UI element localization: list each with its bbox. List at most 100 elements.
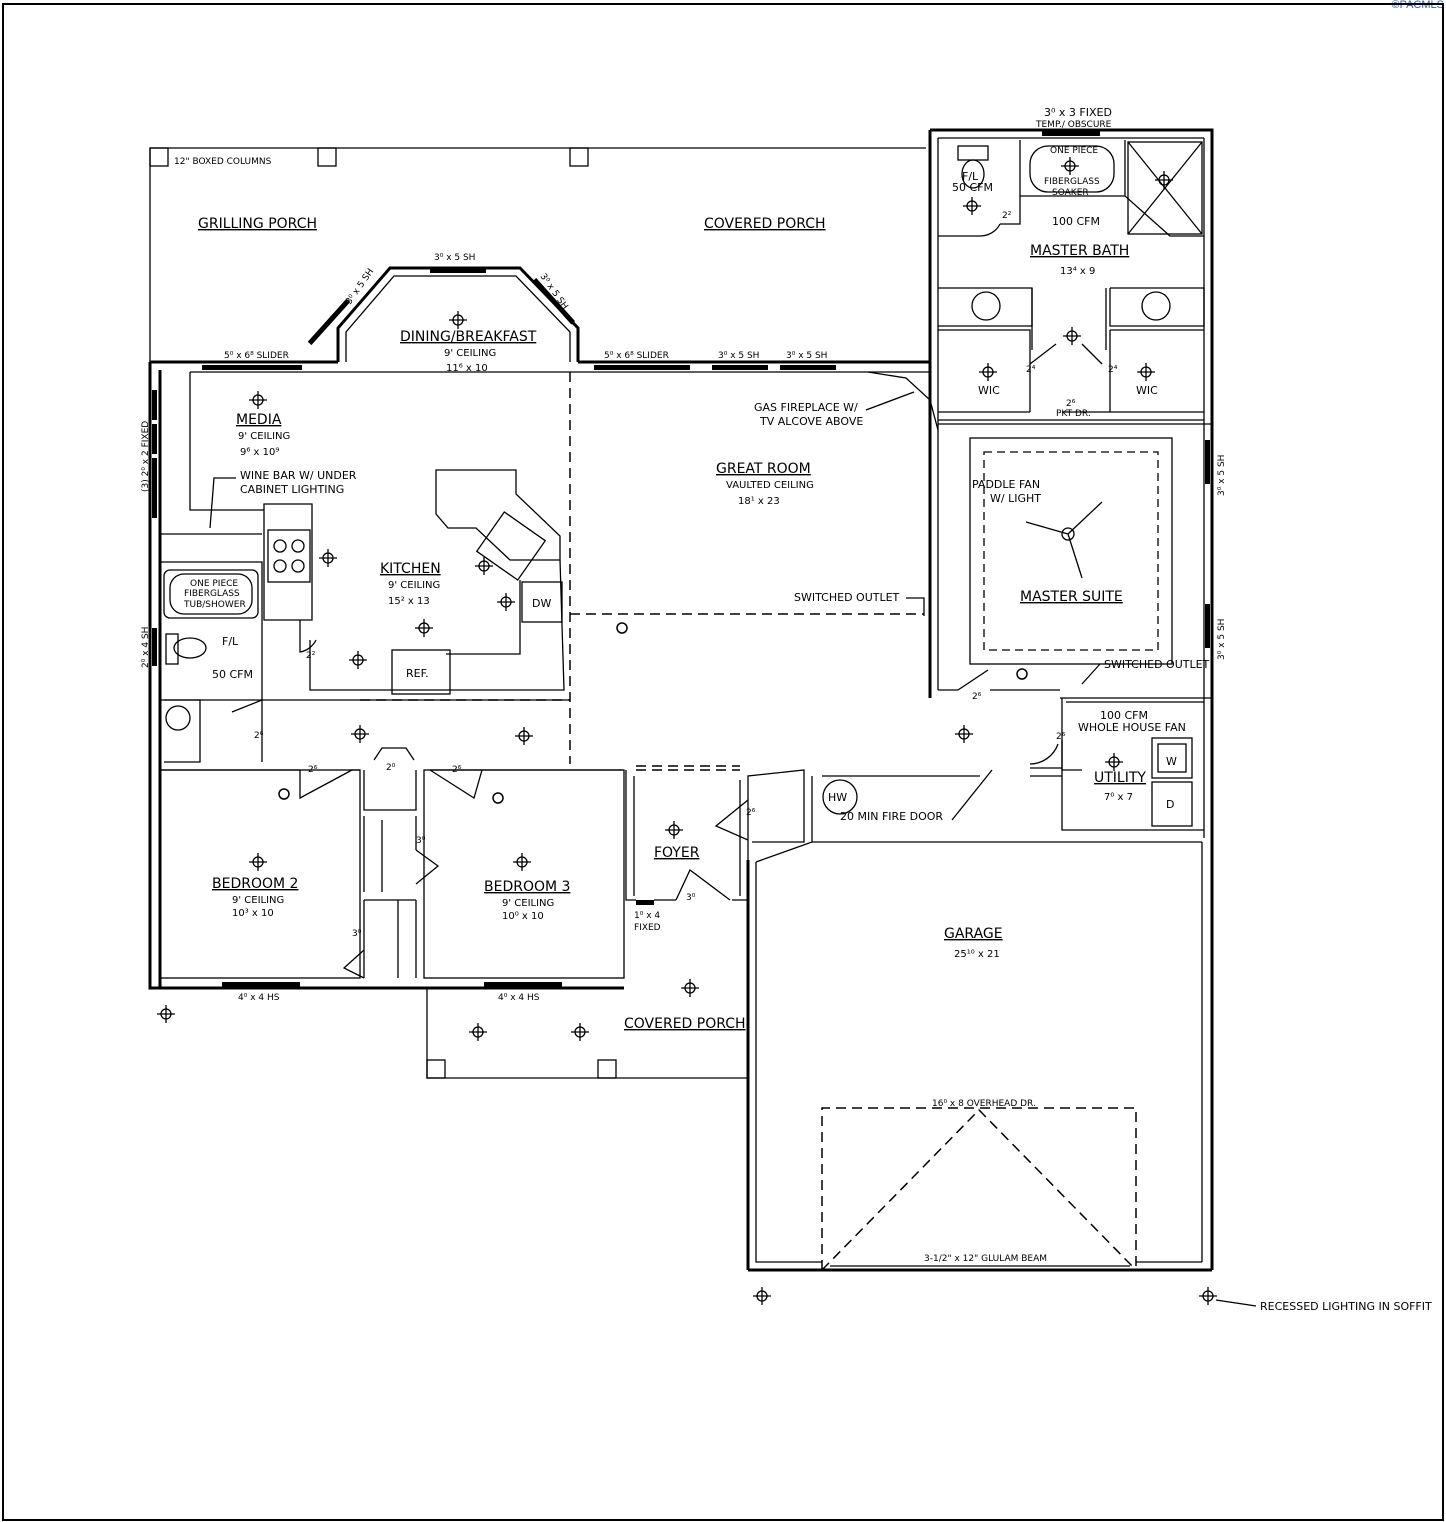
- soaker-tub: [1029, 145, 1115, 193]
- wic-left-label: WIC: [978, 384, 1000, 397]
- switched-outlet-label-2: SWITCHED OUTLET: [1104, 658, 1210, 671]
- light-fixture-icon: [415, 619, 433, 637]
- watermark-label: ©PACMLS: [1391, 0, 1444, 11]
- labels: 12" BOXED COLUMNS GRILLING PORCH COVERED…: [141, 106, 1432, 1313]
- dryer-label: D: [1166, 798, 1174, 811]
- sink-hall-bath: [165, 705, 191, 731]
- light-fixture-icon: [665, 821, 683, 839]
- grilling-porch-label: GRILLING PORCH: [198, 216, 317, 232]
- washer-label: W: [1166, 755, 1177, 768]
- light-fixtures: [157, 157, 1217, 1305]
- light-fixture-icon: [157, 1005, 175, 1023]
- suite-window-2-label: 3⁰ x 5 SH: [1217, 619, 1227, 660]
- master-bath-label: MASTER BATH: [1030, 243, 1129, 259]
- light-fixture-icon: [469, 1023, 487, 1041]
- slider-right-label: 5⁰ x 6⁸ SLIDER: [604, 351, 669, 361]
- switched-outlet-label-1: SWITCHED OUTLET: [794, 591, 900, 604]
- whole-house-label-1: 100 CFM: [1100, 709, 1148, 722]
- utility-label: UTILITY: [1094, 770, 1146, 786]
- light-fixture-icon: [513, 853, 531, 871]
- soaker-label-1: ONE PIECE: [1050, 146, 1098, 156]
- door-size-label: 2⁶: [1066, 399, 1076, 409]
- light-fixture-icon: [753, 1287, 771, 1305]
- tub-shower: [163, 569, 259, 619]
- door-size-label: 2²: [306, 651, 316, 661]
- light-fixture-icon: [249, 853, 267, 871]
- pkt-dr-label: PKT DR.: [1056, 409, 1091, 419]
- master-wing-wall: [930, 128, 1214, 838]
- media-label: MEDIA: [236, 412, 282, 428]
- door-size-label: 2⁴: [1108, 365, 1118, 375]
- rear-porch-outline: [149, 147, 926, 362]
- toilet-master: [957, 145, 989, 161]
- dining-center-window-label: 3⁰ x 5 SH: [434, 253, 475, 263]
- covered-porch-front-label: COVERED PORCH: [624, 1016, 746, 1032]
- fan-50cfm-label-1: 50 CFM: [952, 181, 993, 194]
- door-size-label: 2²: [1002, 211, 1012, 221]
- kitchen-island: [435, 469, 561, 561]
- wic-right-label: WIC: [1136, 384, 1158, 397]
- light-fixture-icon: [351, 725, 369, 743]
- fireplace-label-1: GAS FIREPLACE W/: [754, 401, 858, 414]
- light-fixture-icon: [497, 593, 515, 611]
- bath-window-label: 2⁰ x 4 SH: [141, 627, 151, 668]
- overhead-door-label: 16⁰ x 8 OVERHEAD DR.: [932, 1099, 1036, 1109]
- light-fixture-icon: [1155, 171, 1173, 189]
- fireplace-label-2: TV ALCOVE ABOVE: [759, 415, 863, 428]
- garage-wall: [746, 860, 1212, 1272]
- recessed-label: RECESSED LIGHTING IN SOFFIT: [1260, 1300, 1432, 1313]
- bedroom2-label: BEDROOM 2: [212, 876, 298, 892]
- door-size-label: 2⁶: [308, 765, 318, 775]
- bedroom2-wall: [159, 769, 361, 979]
- bed3-window-label: 4⁰ x 4 HS: [498, 993, 540, 1003]
- master-bath-size: 13⁴ x 9: [1060, 266, 1095, 277]
- foyer-window-label-1: 1⁰ x 4: [634, 911, 660, 921]
- light-fixture-icon: [449, 311, 467, 329]
- soaker-label-2: FIBERGLASS: [1044, 177, 1100, 187]
- light-fixture-icon: [1063, 327, 1081, 345]
- outlet-icon: [1016, 668, 1028, 680]
- door-size-label: 3⁰: [352, 929, 362, 939]
- bed2-window-label: 4⁰ x 4 HS: [238, 993, 280, 1003]
- light-fixture-icon: [249, 391, 267, 409]
- fixed-window-label-2: TEMP./ OBSCURE: [1035, 120, 1112, 130]
- door-size-label: 2⁶: [254, 731, 264, 741]
- dishwasher: [521, 581, 563, 623]
- dining-size: 11⁶ x 10: [446, 363, 488, 374]
- light-fixture-icon: [1061, 157, 1079, 175]
- slider-left-label: 5⁰ x 6⁸ SLIDER: [224, 351, 289, 361]
- tub-label-1: ONE PIECE: [190, 579, 238, 589]
- toilet-hall-bath: [165, 633, 179, 665]
- hw-label: HW: [828, 791, 847, 804]
- drawing-frame: [2, 3, 1444, 1521]
- light-fixture-icon: [1199, 1287, 1217, 1305]
- glulam-label: 3-1/2" x 12" GLULAM BEAM: [924, 1254, 1047, 1264]
- whole-house-label-2: WHOLE HOUSE FAN: [1078, 721, 1186, 734]
- garage-size: 25¹⁰ x 21: [954, 949, 1000, 960]
- door-size-label: 3⁰: [686, 893, 696, 903]
- foyer-window-label-2: FIXED: [634, 923, 661, 933]
- great-window-2-label: 3⁰ x 5 SH: [786, 351, 827, 361]
- door-size-label: 2⁶: [452, 765, 462, 775]
- fireplace: [867, 371, 939, 431]
- door-size-label: 3⁰: [416, 836, 426, 846]
- fixtures: [165, 141, 1203, 815]
- tray-ceiling-inner: [983, 451, 1159, 651]
- kitchen-size: 15² x 13: [388, 596, 430, 607]
- suite-window-1-label: 3⁰ x 5 SH: [1217, 455, 1227, 496]
- media-size: 9⁶ x 10⁹: [240, 447, 279, 458]
- kitchen-ceiling: 9' CEILING: [388, 580, 440, 591]
- bedroom3-ceiling: 9' CEILING: [502, 898, 554, 909]
- light-fixture-icon: [963, 197, 981, 215]
- outlet-icon: [616, 622, 628, 634]
- tray-ceiling-outer: [969, 437, 1173, 665]
- sink-left: [971, 291, 1001, 321]
- tub-label-3: TUB/SHOWER: [183, 600, 246, 610]
- bedroom2-ceiling: 9' CEILING: [232, 895, 284, 906]
- covered-porch-rear-label: COVERED PORCH: [704, 216, 826, 232]
- windows: [152, 131, 1210, 987]
- dw-label: DW: [532, 597, 551, 610]
- great-window-1-label: 3⁰ x 5 SH: [718, 351, 759, 361]
- door-size-label: 2⁰: [386, 763, 396, 773]
